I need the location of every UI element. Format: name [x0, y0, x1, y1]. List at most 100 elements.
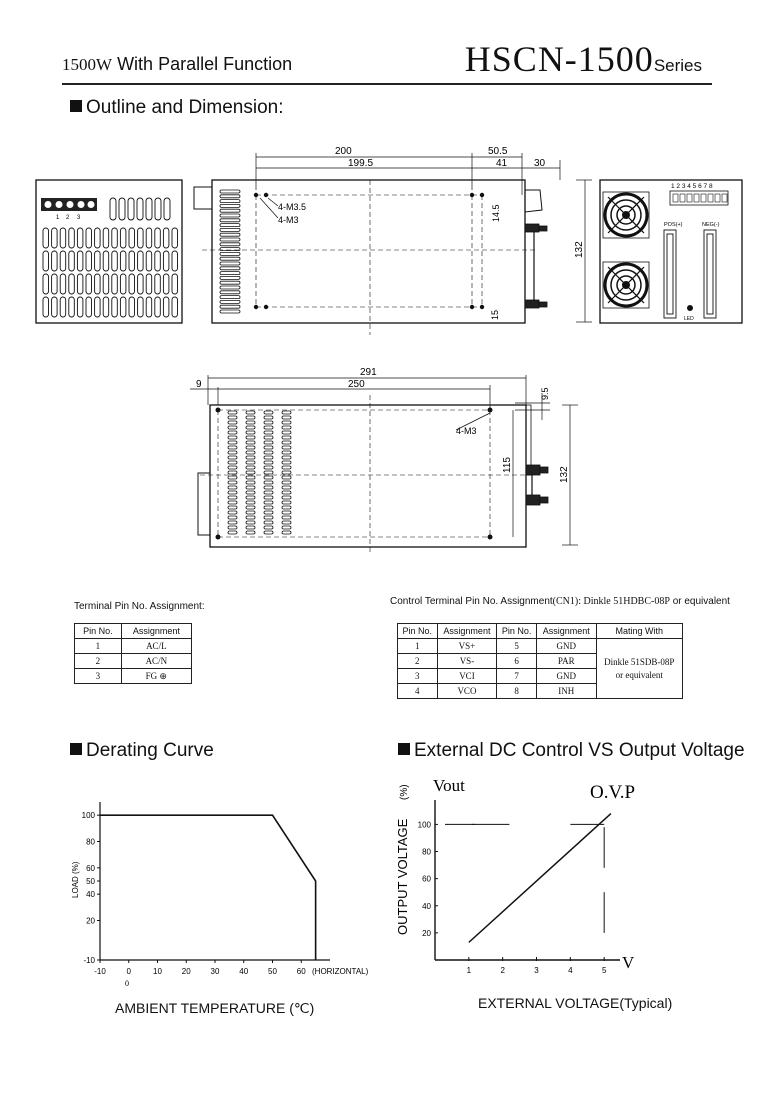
- derating-x-tick-label: 60: [297, 967, 306, 976]
- derating-chart: -10 0 10 20 30 40 50 60 -10 20 40 50 60 80 100 LOAD (%…: [71, 802, 369, 988]
- header-wattage: 1500W: [62, 55, 113, 74]
- external-y-tick-label: 60: [422, 875, 431, 884]
- dim-199-5: 199.5: [348, 158, 373, 169]
- terminal-table-caption: Terminal Pin No. Assignment:: [74, 601, 205, 612]
- external-y-tick-label: 20: [422, 929, 431, 938]
- external-x-tick-label: 2: [500, 966, 505, 975]
- model-series: Series: [653, 56, 702, 75]
- dim-250: 250: [348, 379, 365, 390]
- section-external-label: External DC Control VS Output Voltage: [414, 740, 745, 761]
- dim-30: 30: [534, 158, 546, 169]
- bullet-square-icon: [70, 743, 82, 755]
- dim-9: 9: [196, 379, 202, 390]
- neg-label: NEG(-): [702, 222, 720, 228]
- rear-view-drawing: 1 2 3 4 5 6 7 8 POS(+) NEG(-) LED: [599, 179, 743, 324]
- derating-y-label: LOAD (%): [71, 861, 80, 898]
- dim-115: 115: [502, 457, 513, 473]
- side-view-drawing: 200 50.5 199.5 41 30 132 4-M3.5 4-M3 14.…: [193, 146, 592, 335]
- derating-x-note: (HORIZONTAL): [312, 967, 369, 976]
- derating-curve-line: [100, 814, 317, 960]
- derating-y-tick-label: 40: [86, 890, 95, 899]
- section-derating: Derating Curve: [70, 740, 214, 762]
- header-divider: [62, 83, 712, 85]
- model-title: HSCN-1500Series: [465, 38, 702, 80]
- external-control-line: [468, 813, 612, 943]
- led-icon: [687, 305, 693, 311]
- bullet-square-icon: [398, 743, 410, 755]
- derating-x-tick-label: 10: [153, 967, 162, 976]
- derating-x-tick-label: 20: [182, 967, 191, 976]
- dim-15: 15: [490, 310, 500, 320]
- section-external: External DC Control VS Output Voltage: [398, 740, 745, 762]
- dim-9-5: 9.5: [540, 387, 550, 400]
- external-x-label: EXTERNAL VOLTAGE(Typical): [478, 995, 673, 1011]
- control-table-caption: Control Terminal Pin No. Assignment(CN1)…: [390, 596, 730, 607]
- external-y-unit: (%): [399, 784, 410, 800]
- table-header: Assignment: [120, 623, 193, 639]
- derating-y-tick-label: 20: [86, 917, 95, 926]
- pos-label: POS(+): [664, 222, 683, 228]
- led-label: LED: [684, 316, 694, 322]
- fan-top-icon: [602, 191, 650, 239]
- derating-y-tick-label: 60: [86, 864, 95, 873]
- dim-200: 200: [335, 146, 352, 157]
- derating-y-tick-label: 100: [82, 811, 96, 820]
- external-vout-label: Vout: [433, 776, 465, 795]
- dim-132-side: 132: [574, 241, 585, 258]
- fan-bottom-icon: [602, 261, 650, 309]
- control-pin-table: Pin No. Assignment Pin No. Assignment Ma…: [397, 623, 684, 699]
- external-x-tick-label: 4: [568, 966, 573, 975]
- dim-41: 41: [496, 158, 508, 169]
- dim-291: 291: [360, 367, 377, 378]
- front-view-drawing: 1 2 3: [35, 179, 183, 324]
- derating-y-tick-label: 80: [86, 838, 95, 847]
- bottom-view-drawing: 291 9 250 9.5 115 132 4-M3: [190, 367, 578, 555]
- table-header-row: Pin No. Assignment Pin No. Assignment Ma…: [397, 623, 684, 639]
- derating-x-label: AMBIENT TEMPERATURE (℃): [115, 1000, 315, 1016]
- rear-pin-numbers: 1 2 3 4 5 6 7 8: [671, 183, 713, 190]
- front-terminal-3: 3: [77, 215, 81, 221]
- front-terminal-1: 1: [56, 215, 60, 221]
- external-y-tick-label: 40: [422, 902, 431, 911]
- header-title: With Parallel Function: [117, 54, 293, 74]
- external-x-tick-label: 1: [467, 966, 472, 975]
- external-ovp-label: O.V.P: [590, 782, 635, 803]
- derating-x-tick-label: -10: [94, 967, 106, 976]
- screw-label-m3-5: 4-M3.5: [278, 202, 306, 212]
- external-y-label: OUTPUT VOLTAGE: [395, 818, 410, 935]
- bullet-square-icon: [70, 100, 82, 112]
- front-terminal-2: 2: [66, 215, 70, 221]
- section-derating-label: Derating Curve: [86, 740, 214, 761]
- external-y-tick-label: 80: [422, 848, 431, 857]
- derating-zero-extra: 0: [125, 979, 129, 988]
- dim-50-5: 50.5: [488, 146, 508, 157]
- derating-x-tick-label: 30: [211, 967, 220, 976]
- dim-132-bottom: 132: [559, 466, 570, 483]
- external-v-label: V: [622, 953, 635, 972]
- derating-x-tick-label: 40: [239, 967, 248, 976]
- model-name: HSCN-1500: [464, 39, 654, 79]
- table-header-row: Pin No. Assignment: [74, 623, 193, 639]
- dim-14-5: 14.5: [491, 204, 501, 222]
- external-y-tick-label: 100: [418, 820, 432, 829]
- derating-y-tick-label: -10: [83, 956, 95, 965]
- bottom-screw-label: 4-M3: [456, 426, 477, 436]
- table-header: Pin No.: [74, 623, 122, 639]
- header-subtitle: 1500W With Parallel Function: [62, 54, 292, 75]
- section-outline-label: Outline and Dimension:: [86, 97, 284, 118]
- section-outline: Outline and Dimension:: [70, 97, 284, 119]
- derating-x-tick-label: 50: [268, 967, 277, 976]
- derating-x-tick-label: 0: [127, 967, 132, 976]
- external-x-tick-label: 3: [534, 966, 539, 975]
- screw-label-m3: 4-M3: [278, 215, 299, 225]
- derating-y-tick-label: 50: [86, 877, 95, 886]
